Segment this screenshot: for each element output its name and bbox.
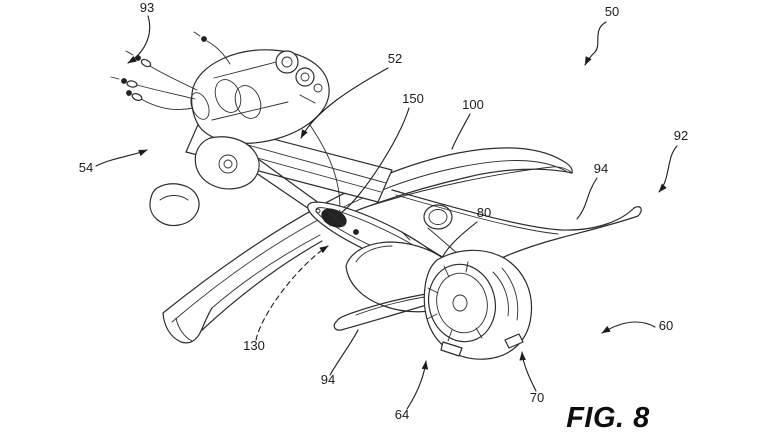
ref-60: 60 (659, 318, 673, 333)
leader-94-right (576, 177, 598, 220)
ref-150: 150 (402, 91, 424, 106)
ref-50: 50 (605, 4, 619, 19)
leader-80 (442, 221, 478, 257)
ref-80: 80 (477, 205, 491, 220)
ref-130: 130 (243, 338, 265, 353)
ref-70: 70 (530, 390, 544, 405)
figure-caption: FIG. 8 (566, 402, 650, 432)
leader-94-left (329, 329, 359, 376)
ref-100: 100 (462, 97, 484, 112)
leader-150 (341, 107, 410, 213)
leader-54 (95, 149, 148, 167)
leader-92 (658, 145, 678, 193)
propeller-duct (423, 249, 533, 360)
leader-70 (519, 351, 537, 392)
leader-52 (300, 67, 389, 139)
leader-130 (255, 245, 329, 341)
ref-94-left: 94 (321, 372, 335, 387)
control-cables (110, 31, 231, 110)
ref-94-right: 94 (594, 161, 608, 176)
ref-93: 93 (140, 0, 154, 15)
leader-50 (584, 21, 607, 66)
ref-52: 52 (388, 51, 402, 66)
rear-wing (391, 189, 642, 261)
handlebar-control-assembly (149, 49, 330, 227)
leader-lines (95, 15, 678, 410)
leader-93 (127, 15, 151, 64)
ref-64: 64 (395, 407, 409, 422)
reference-numerals: 93 50 52 150 100 92 94 80 54 60 130 94 70 64 (79, 0, 688, 422)
leader-60 (601, 321, 656, 334)
leader-64 (406, 360, 429, 410)
ref-54: 54 (79, 160, 93, 175)
ref-92: 92 (674, 128, 688, 143)
mount-bearing (399, 204, 459, 260)
leader-100 (451, 113, 471, 150)
